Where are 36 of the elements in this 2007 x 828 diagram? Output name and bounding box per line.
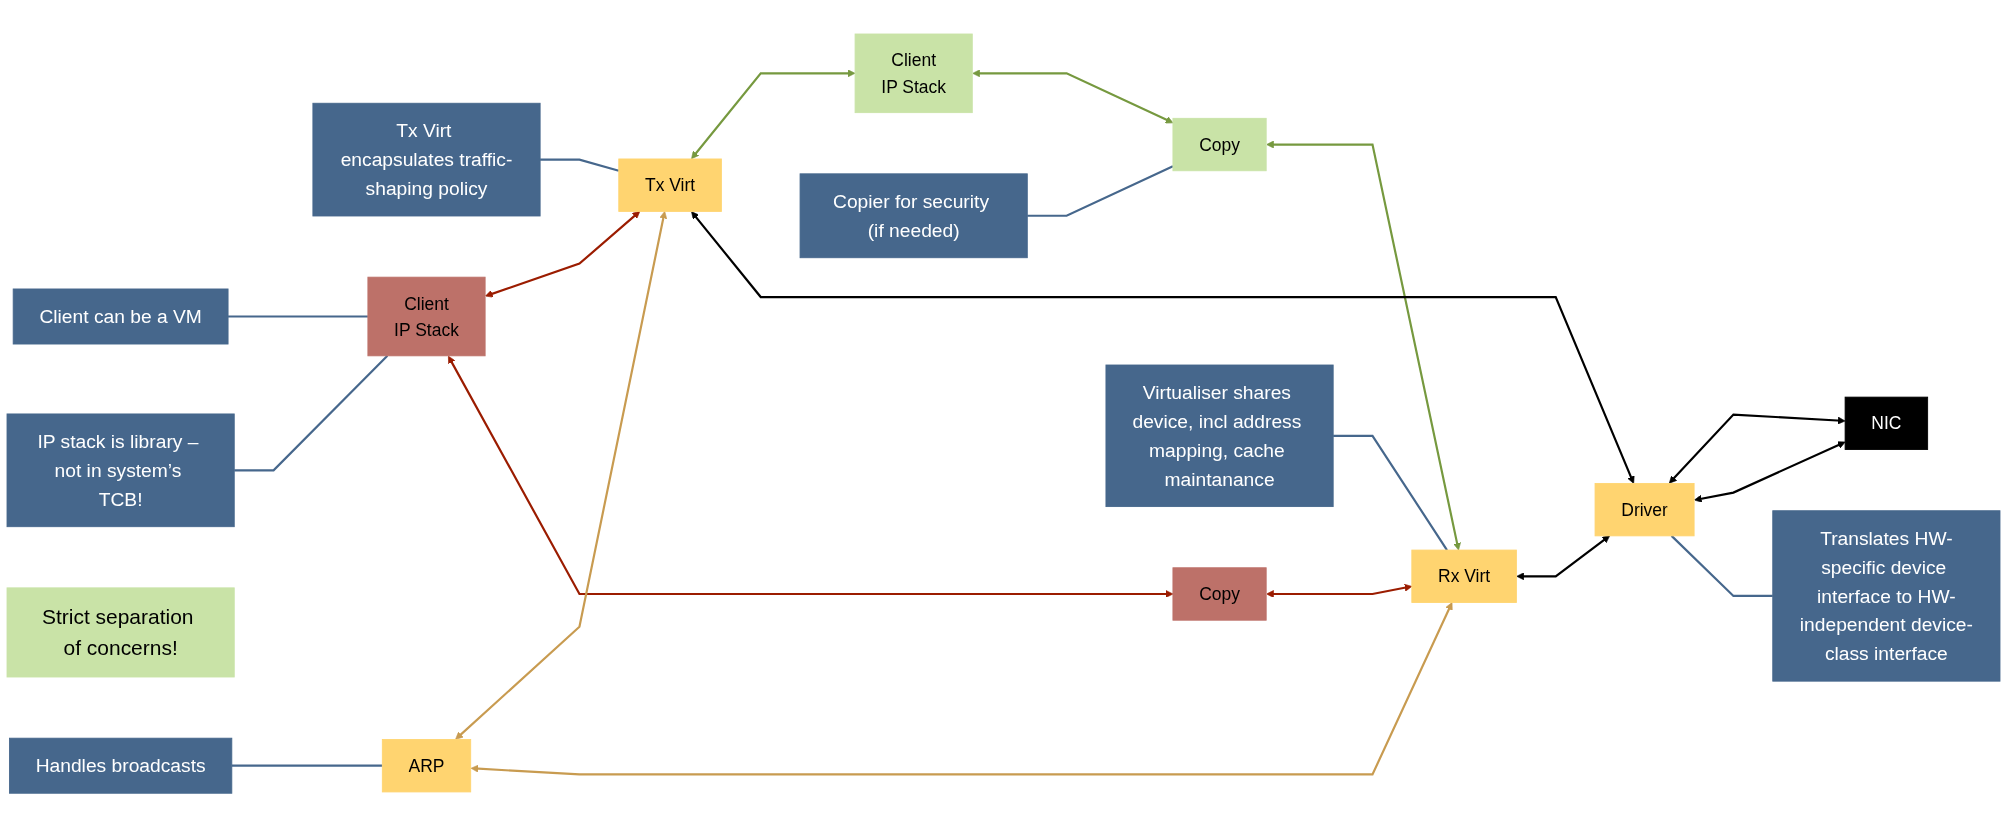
arrow — [1266, 584, 1413, 599]
connector — [540, 158, 620, 173]
node-box: Copy — [1172, 118, 1267, 172]
connector — [1027, 165, 1174, 218]
arrow — [485, 211, 641, 298]
node-box: Tx Virt encapsulates traffic-shaping policy — [312, 103, 541, 217]
node-box: Virtualiser shares device, incl address mapping, cache maintanance — [1105, 364, 1334, 508]
arrow — [1516, 535, 1610, 581]
node-box: Client IP Stack — [367, 277, 486, 357]
arrow — [455, 211, 668, 740]
node-box: Copier for security (if needed) — [799, 173, 1028, 259]
node-box: ARP — [381, 739, 472, 793]
node-box: Translates HW-specific device interface to HW-independent device-class interface — [1772, 510, 2001, 682]
connector — [234, 355, 389, 472]
node-box: Client IP Stack — [854, 33, 973, 114]
arrow — [448, 356, 1174, 599]
node-box: Copy — [1172, 567, 1267, 621]
node-box: Driver — [1594, 483, 1695, 537]
connector — [231, 765, 383, 768]
arrow — [1694, 441, 1846, 503]
arrow — [972, 69, 1174, 124]
node-box: Strict separation of concerns! — [6, 587, 235, 678]
node-box: NIC — [1844, 397, 1929, 451]
arrow — [691, 211, 1635, 485]
connector — [1333, 435, 1448, 552]
arrow — [1266, 141, 1461, 551]
node-box: Rx Virt — [1411, 550, 1517, 604]
node-box: Handles broadcasts — [9, 738, 233, 795]
arrow — [691, 69, 856, 160]
connector — [228, 315, 368, 318]
node-box: Client can be a VM — [12, 288, 229, 345]
arrow — [470, 602, 1453, 776]
node-box: Tx Virt — [618, 158, 722, 213]
arrow — [1669, 413, 1846, 484]
node-box: IP stack is library – not in system’s TCB! — [6, 413, 235, 528]
connector — [1670, 535, 1773, 598]
